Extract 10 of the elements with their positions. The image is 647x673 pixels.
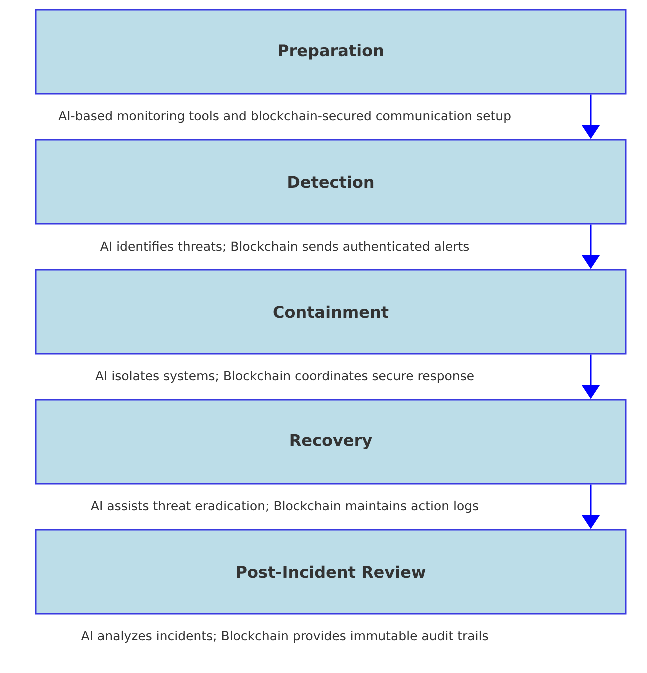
process-box: Post-Incident Review — [35, 529, 627, 615]
process-box: Detection — [35, 139, 627, 225]
caption-text: AI isolates systems; Blockchain coordinates secure response — [96, 370, 474, 384]
caption-text: AI analyzes incidents; Blockchain provides immutable audit trails — [81, 630, 488, 644]
caption-text: AI assists threat eradication; Blockchain maintains action logs — [91, 500, 478, 514]
process-box: Containment — [35, 269, 627, 355]
caption-text: AI identifies threats; Blockchain sends authenticated alerts — [100, 242, 470, 252]
caption-text: AI-based monitoring tools and blockchain-secured communication setup — [58, 110, 511, 124]
process-box: Preparation — [35, 9, 627, 95]
process-box: Recovery — [35, 399, 627, 485]
